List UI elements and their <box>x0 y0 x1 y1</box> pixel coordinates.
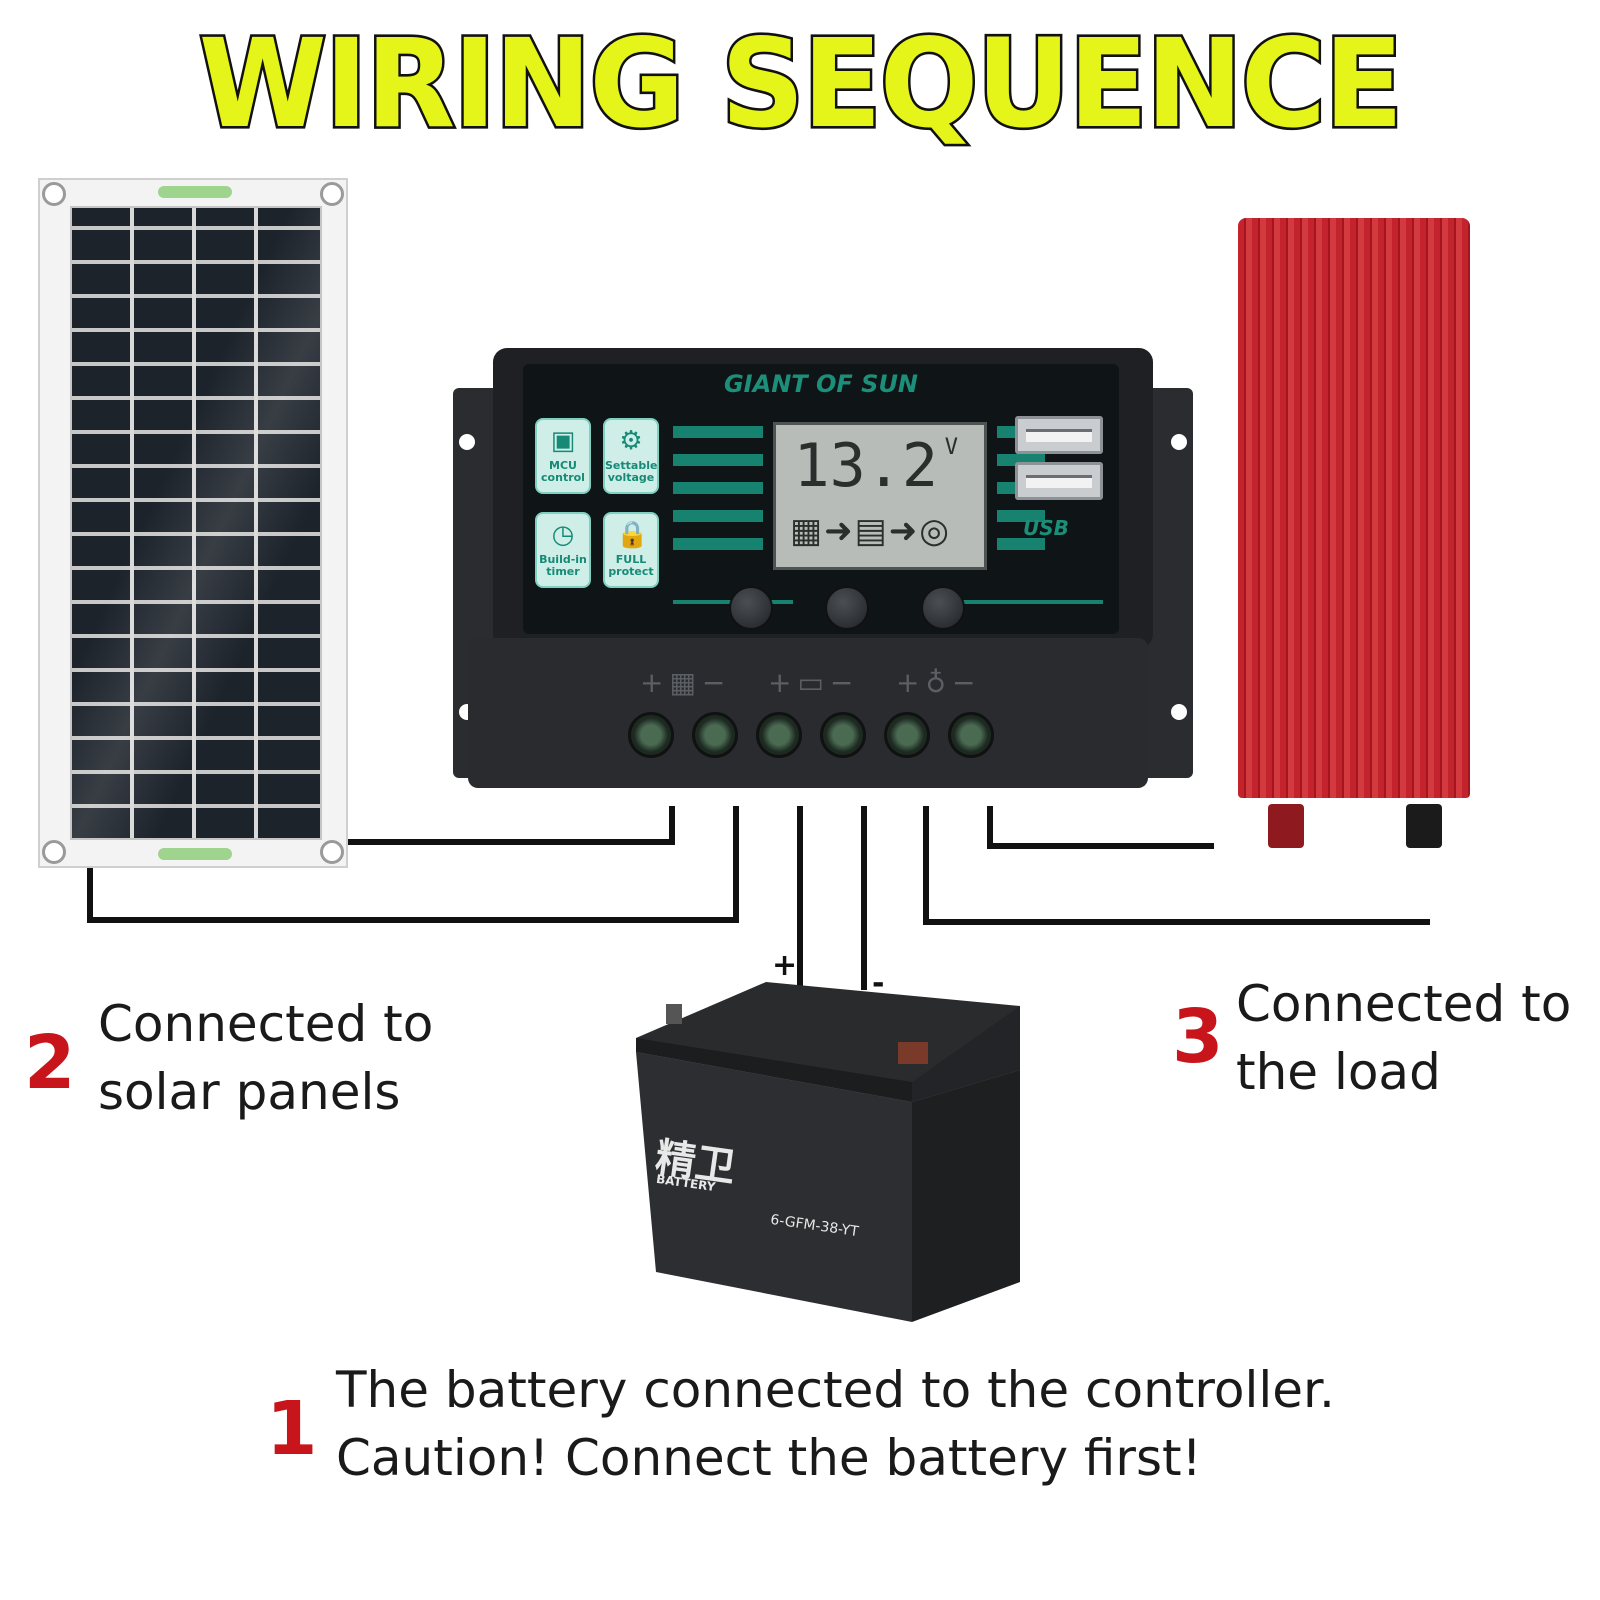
feature-settable-voltage: ⚙ Settable voltage <box>603 418 659 494</box>
up-button[interactable] <box>825 586 869 630</box>
accent-stripe <box>953 600 1103 604</box>
solar-terminal-symbol: +▦− <box>640 666 732 699</box>
panel-label-tag <box>158 186 232 198</box>
accent-stripe <box>997 538 1045 550</box>
solar-panel <box>38 178 348 868</box>
chip-icon: ▣ <box>550 426 576 456</box>
step-2-number: 2 <box>24 1020 76 1106</box>
inverter-negative-post <box>1406 804 1442 848</box>
inverter-load <box>1238 218 1470 848</box>
accent-stripe <box>673 538 763 550</box>
accent-stripe <box>673 482 763 494</box>
step-3-number: 3 <box>1172 994 1224 1080</box>
lcd-voltage-value: 13.2 <box>793 431 939 501</box>
usb-port[interactable] <box>1015 462 1103 500</box>
controller-terminal-block: +▦− +▭− +♁− <box>468 638 1148 788</box>
mount-hole <box>459 434 475 450</box>
feature-mcu-control: ▣ MCU control <box>535 418 591 494</box>
lcd-voltage-unit: V <box>944 435 958 460</box>
battery-positive-post <box>666 1004 682 1024</box>
panel-mount-hole <box>320 182 344 206</box>
panel-mount-hole <box>42 182 66 206</box>
battery-positive-terminal[interactable] <box>756 712 802 758</box>
accent-stripe <box>673 454 763 466</box>
gear-icon: ⚙ <box>619 426 643 456</box>
inverter-positive-post <box>1268 804 1304 848</box>
accent-stripe <box>673 426 763 438</box>
mount-hole <box>1171 704 1187 720</box>
clock-icon: ◷ <box>551 520 575 550</box>
panel-mount-hole <box>320 840 344 864</box>
controller-faceplate: GIANT OF SUN ▣ MCU control ⚙ Settable vo… <box>523 364 1119 634</box>
feature-full-protect: 🔒 FULL protect <box>603 512 659 588</box>
step-1-number: 1 <box>266 1386 318 1472</box>
solar-positive-terminal[interactable] <box>628 712 674 758</box>
solar-wire-negative <box>87 806 739 923</box>
controller-brand: GIANT OF SUN <box>723 370 919 398</box>
solar-wire-positive <box>348 806 675 845</box>
feature-build-in-timer: ◷ Build-in timer <box>535 512 591 588</box>
menu-button[interactable] <box>729 586 773 630</box>
step-2-text: Connected to solar panels <box>98 995 434 1121</box>
step-3-text: Connected to the load <box>1236 975 1572 1101</box>
battery-plus-label: + <box>772 948 798 983</box>
battery-negative-terminal[interactable] <box>820 712 866 758</box>
lcd-display: 13.2 V ▦➜▤➜◎ <box>773 422 987 570</box>
battery-terminal-symbol: +▭− <box>768 666 860 699</box>
accent-stripe <box>997 510 1045 522</box>
battery <box>636 982 1020 1322</box>
lcd-flow-icons: ▦➜▤➜◎ <box>790 511 951 551</box>
usb-label: USB <box>1023 516 1069 540</box>
load-terminal-symbol: +♁− <box>896 666 982 699</box>
load-negative-terminal[interactable] <box>948 712 994 758</box>
solar-negative-terminal[interactable] <box>692 712 738 758</box>
load-wire-negative <box>923 806 1430 925</box>
battery-negative-post <box>898 1042 928 1064</box>
down-button[interactable] <box>921 586 965 630</box>
lock-icon: 🔒 <box>616 520 649 550</box>
accent-stripe <box>673 510 763 522</box>
solar-cells <box>70 206 322 840</box>
panel-mount-hole <box>42 840 66 864</box>
diagram-title: WIRING SEQUENCE <box>196 11 1406 158</box>
load-wire-positive <box>987 806 1214 849</box>
usb-port[interactable] <box>1015 416 1103 454</box>
load-positive-terminal[interactable] <box>884 712 930 758</box>
step-1-text: The battery connected to the controller.… <box>336 1361 1335 1487</box>
battery-minus-label: - <box>872 966 885 1001</box>
panel-label-tag <box>158 848 232 860</box>
mount-hole <box>1171 434 1187 450</box>
charge-controller: GIANT OF SUN ▣ MCU control ⚙ Settable vo… <box>453 348 1193 804</box>
